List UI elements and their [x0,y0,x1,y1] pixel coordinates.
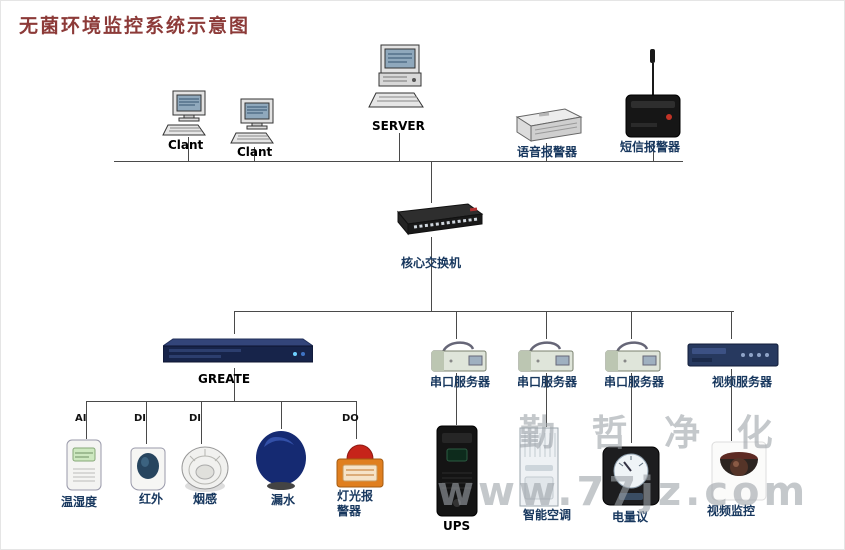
mid-bus-line [234,311,734,312]
video-server-device [687,339,779,371]
serial-server-icon [518,341,574,372]
greate-to-sensorbus-line [234,368,235,401]
pir-sensor-icon [130,447,166,491]
greate-controller [161,334,315,368]
water-leak-sensor-icon [256,431,306,490]
power-meter-device [602,443,660,509]
water-leak-sensor [254,429,308,491]
sms-alarm-device [623,49,683,141]
di1-drop-line [146,401,147,444]
video-server-icon [687,343,779,367]
desktop-computer-icon [162,90,206,136]
server-computer-icon [368,44,424,108]
core-switch-label: 核心交换机 [401,256,462,270]
do-port-label: DO [342,413,359,424]
serial-server-1 [427,337,491,375]
voice-alarm-device-icon [515,108,583,142]
server-computer [367,43,431,111]
infrared-label: 红外 [139,492,164,506]
ups-device [434,425,480,519]
desktop-computer-icon [230,98,274,144]
smoke-detector [180,444,230,496]
server-label: SERVER [372,119,425,133]
ac-link-line [546,373,547,427]
client2-drop-line [254,147,255,161]
smart-ac-device [515,427,563,509]
sensor-bus-line [86,401,356,402]
network-switch-icon [397,203,484,236]
core-switch-device [384,200,484,240]
do-drop-line [356,401,357,439]
serial-server-3-label: 串口服务器 [604,375,665,389]
server-drop-line [399,133,400,161]
water-leak-label: 漏水 [271,493,296,507]
top-bus-line [114,161,683,162]
power-meter-label: 电量议 [612,510,649,524]
serial3-drop-line [631,311,632,339]
ups-tower-icon [436,425,478,517]
di2-port-label: DI [189,413,202,424]
water-drop-line [281,401,282,429]
switch-to-midbus-line [431,237,432,311]
di1-port-label: DI [134,413,147,424]
video-monitor-camera [711,441,767,503]
smoke-detector-icon [181,446,229,492]
voice-alarm-device [509,105,583,143]
smoke-label: 烟感 [193,492,218,506]
rack-controller-icon [161,338,315,363]
serial-server-2 [514,337,578,375]
client1-label: Clant [168,138,204,152]
serial-server-1-label: 串口服务器 [430,375,491,389]
client2-label: Clant [237,145,273,159]
serial2-drop-line [546,311,547,339]
serial-server-icon [605,341,661,372]
camera-link-line [731,369,732,441]
sms-alarm-label: 短信报警器 [620,140,681,154]
video-server-drop-line [731,311,732,339]
ai-port-label: AI [75,413,87,424]
serial-server-3 [601,337,665,375]
ups-link-line [456,373,457,425]
temp-humidity-sensor [64,439,104,493]
client1-computer [161,89,213,139]
temp-humidity-label: 温湿度 [61,495,98,509]
bus-to-switch-line [431,161,432,203]
strobe-alarm-icon [336,444,384,488]
di2-drop-line [201,401,202,444]
dome-camera-icon [711,441,767,501]
cabinet-ac-icon [519,427,559,507]
greate-drop-line [234,311,235,334]
serial-server-icon [431,341,487,372]
meter-link-line [631,373,632,443]
serial-server-2-label: 串口服务器 [517,375,578,389]
video-server-label: 视频服务器 [712,375,773,389]
voice-alarm-label: 语音报警器 [517,145,578,159]
ups-label: UPS [443,519,471,533]
temp-humidity-sensor-icon [66,439,102,491]
diagram-title: 无菌环境监控系统示意图 [19,15,251,37]
client1-drop-line [188,137,189,161]
serial1-drop-line [456,311,457,339]
smart-ac-label: 智能空调 [523,508,572,522]
voice-alarm-drop-line [546,143,547,161]
client2-computer [229,97,281,147]
light-alarm-device [331,439,389,491]
ai-drop-line [86,401,87,439]
sms-alarm-drop-line [653,142,654,161]
greate-label: GREATE [198,372,251,386]
power-meter-icon [602,446,660,506]
sms-alarm-antenna-icon [625,49,681,138]
video-monitor-label: 视频监控 [707,504,756,518]
infrared-sensor [129,444,167,494]
light-alarm-label: 灯光报警器 [337,489,374,518]
